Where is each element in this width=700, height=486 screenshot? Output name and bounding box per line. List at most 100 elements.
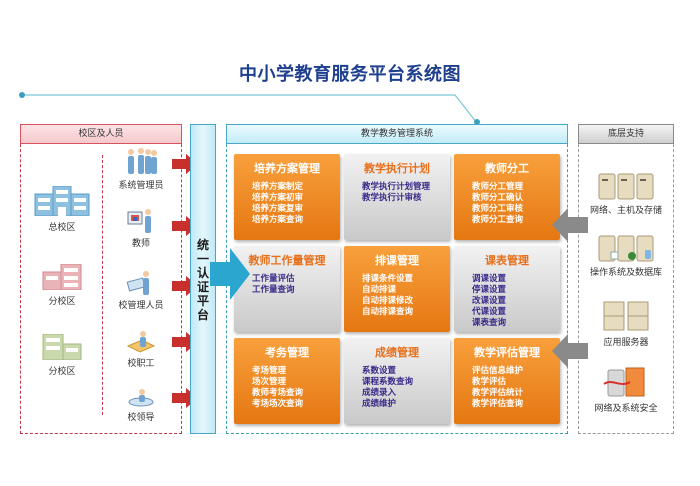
module-item: 排课条件设置	[362, 274, 414, 284]
module-title: 教师分工	[485, 162, 529, 175]
module-item: 培养方案初审	[252, 193, 304, 203]
module-item: 教学评估统计	[472, 388, 524, 398]
module-item: 课表查询	[472, 318, 507, 328]
module-title: 教师工作量管理	[248, 254, 326, 267]
module-item: 考场场次查询	[252, 399, 304, 409]
campus-branch-1: 分校区	[22, 264, 102, 307]
module-grades: 成绩管理 系数设置课程系数查询成绩录入成绩维护	[344, 338, 450, 424]
building-icon	[42, 334, 82, 360]
campus-people-panel	[20, 124, 182, 434]
infrastructure-panel	[578, 124, 674, 434]
module-item: 工作量评估	[252, 274, 295, 284]
module-item: 教学执行计划管理	[362, 182, 431, 192]
module-item: 教师分工确认	[472, 193, 524, 203]
infra-os-database: 操作系统及数据库	[578, 232, 674, 278]
module-timetable: 课表管理 调课设置停课设置改课设置代课设置课表查询	[454, 246, 560, 332]
gray-arrow-icon	[552, 334, 588, 368]
module-teacher-workload: 教师工作量管理 工作量评估工作量查询	[234, 246, 340, 332]
infrastructure-header: 底层支持	[578, 124, 674, 144]
auth-char: 平	[196, 294, 209, 308]
module-item: 教师分工查询	[472, 215, 524, 225]
infra-security: 网络及系统安全	[578, 366, 674, 414]
person-teacher: 教师	[102, 208, 180, 249]
manager-icon	[126, 271, 149, 295]
module-item: 教师分工审核	[472, 204, 524, 214]
module-item: 停课设置	[472, 285, 507, 295]
module-title: 排课管理	[375, 254, 419, 267]
staff-icon	[126, 331, 156, 353]
module-exam-affairs: 考务管理 考场管理场次管理教师考场查询考场场次查询	[234, 338, 340, 424]
person-label: 校管理人员	[118, 301, 164, 311]
auth-char: 统	[196, 238, 209, 252]
infra-label: 网络、主机及存储	[589, 206, 662, 216]
module-title: 考务管理	[265, 346, 309, 359]
leader-icon	[128, 389, 154, 407]
module-item: 工作量查询	[252, 285, 295, 295]
building-icon	[34, 186, 90, 216]
campus-people-header: 校区及人员	[20, 124, 182, 144]
module-item: 改课设置	[472, 296, 507, 306]
app-server-icon	[603, 301, 649, 331]
campus-label: 总校区	[48, 223, 76, 233]
teacher-icon	[127, 209, 151, 233]
blue-arrow-icon	[210, 248, 250, 300]
person-label: 系统管理员	[118, 181, 164, 191]
person-label: 校领导	[127, 413, 155, 423]
person-leader: 校领导	[102, 388, 180, 423]
module-item: 教学评估	[472, 377, 507, 387]
campus-label: 分校区	[48, 297, 76, 307]
module-item: 教师考场查询	[252, 388, 304, 398]
building-icon	[42, 264, 82, 290]
module-item: 自动排课	[362, 285, 397, 295]
auth-char: 一	[196, 252, 209, 266]
module-item: 成绩维护	[362, 399, 397, 409]
connector-line	[19, 92, 480, 125]
infra-app-server: 应用服务器	[578, 300, 674, 348]
campus-branch-2: 分校区	[22, 334, 102, 377]
person-sysadmin: 系统管理员	[102, 148, 180, 191]
infra-label: 网络及系统安全	[594, 404, 658, 414]
module-title: 教学执行计划	[364, 162, 430, 175]
module-teaching-evaluation: 教学评估管理 评估信息维护教学评估教学评估统计教学评估查询	[454, 338, 560, 424]
module-training-plan: 培养方案管理 培养方案制定培养方案初审培养方案复审培养方案查询	[234, 154, 340, 240]
infra-label: 操作系统及数据库	[589, 268, 662, 278]
person-label: 教师	[131, 239, 150, 249]
module-item: 代课设置	[472, 307, 507, 317]
module-item: 培养方案制定	[252, 182, 304, 192]
module-item: 场次管理	[252, 377, 287, 387]
module-item: 评估信息维护	[472, 366, 524, 376]
person-staff: 校职工	[102, 330, 180, 369]
module-item: 成绩录入	[362, 388, 397, 398]
module-title: 教学评估管理	[474, 346, 540, 359]
infra-label: 应用服务器	[603, 338, 649, 348]
module-item: 系数设置	[362, 366, 397, 376]
module-teacher-assignment: 教师分工 教师分工管理教师分工确认教师分工审核教师分工查询	[454, 154, 560, 240]
module-item: 教学执行计审核	[362, 193, 422, 203]
server-rack-icon	[598, 173, 654, 200]
module-item: 培养方案查询	[252, 215, 304, 225]
campus-label: 分校区	[48, 367, 76, 377]
module-teaching-plan: 教学执行计划 教学执行计划管理教学执行计审核	[344, 154, 450, 240]
auth-char: 证	[196, 280, 209, 294]
database-server-icon	[598, 235, 654, 262]
module-item: 考场管理	[252, 366, 287, 376]
module-title: 成绩管理	[375, 346, 419, 359]
module-title: 课表管理	[485, 254, 529, 267]
auth-char: 台	[196, 308, 209, 322]
module-title: 培养方案管理	[254, 162, 320, 175]
diagram-title: 中小学教育服务平台系统图	[239, 64, 461, 85]
person-manager: 校管理人员	[102, 270, 180, 311]
module-item: 教师分工管理	[472, 182, 524, 192]
campus-main: 总校区	[22, 186, 102, 233]
group-people-icon	[128, 148, 157, 174]
auth-platform-label: 统 一 认 证 平 台	[190, 238, 216, 322]
teaching-management-header: 教学教务管理系统	[226, 124, 568, 144]
module-scheduling: 排课管理 排课条件设置自动排课自动排课修改自动排课查询	[344, 246, 450, 332]
firewall-icon	[603, 367, 645, 397]
auth-char: 认	[196, 266, 209, 280]
module-item: 课程系数查询	[362, 377, 414, 387]
module-item: 教学评估查询	[472, 399, 524, 409]
gray-arrow-icon	[552, 208, 588, 242]
person-label: 校职工	[127, 359, 155, 369]
module-item: 自动排课修改	[362, 296, 414, 306]
